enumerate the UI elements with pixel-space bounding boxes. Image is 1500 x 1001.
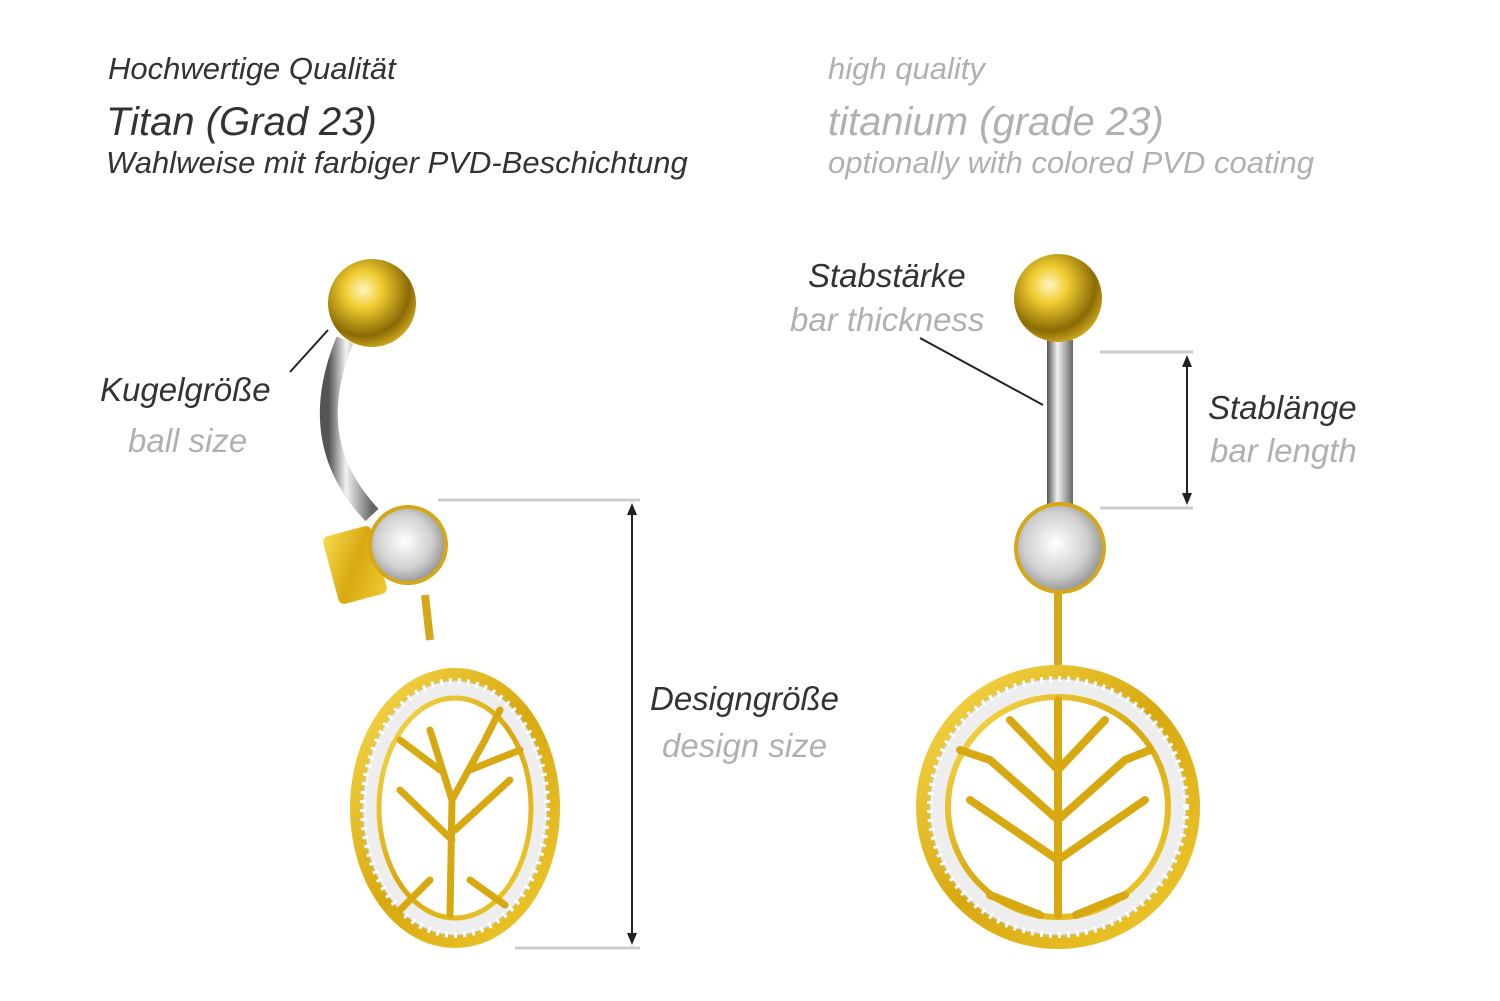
straight-bar xyxy=(1047,340,1073,515)
ball-icon xyxy=(1014,254,1102,342)
coating-label-en: optionally with colored PVD coating xyxy=(828,145,1314,180)
coating-label-de: Wahlweise mit farbiger PVD-Beschichtung xyxy=(106,145,688,180)
bar-thickness-label-en: bar thickness xyxy=(790,301,985,338)
material-label-de: Titan (Grad 23) xyxy=(106,100,377,144)
bar-length-dimension xyxy=(1100,350,1193,510)
material-label-en: titanium (grade 23) xyxy=(828,100,1164,144)
ball-size-label-en: ball size xyxy=(128,422,248,459)
right-piercing xyxy=(916,254,1200,949)
bar-thickness-leader-line xyxy=(919,337,1044,406)
quality-label-de: Hochwertige Qualität xyxy=(108,51,396,86)
design-size-label-de: Designgröße xyxy=(650,680,839,717)
curved-bar xyxy=(319,336,379,522)
ball-size-label-de: Kugelgröße xyxy=(100,371,271,408)
design-size-label-en: design size xyxy=(662,727,828,764)
design-size-dimension xyxy=(438,498,640,950)
quality-label-en: high quality xyxy=(828,51,985,86)
left-piercing xyxy=(319,259,560,948)
crystal-icon xyxy=(368,505,448,585)
ball-icon xyxy=(328,259,416,347)
crystal-icon xyxy=(1014,502,1106,594)
bar-thickness-label-de: Stabstärke xyxy=(808,257,966,294)
bar-length-label-en: bar length xyxy=(1210,432,1357,469)
ball-size-leader-line xyxy=(289,329,329,373)
bar-length-label-de: Stablänge xyxy=(1208,389,1357,426)
